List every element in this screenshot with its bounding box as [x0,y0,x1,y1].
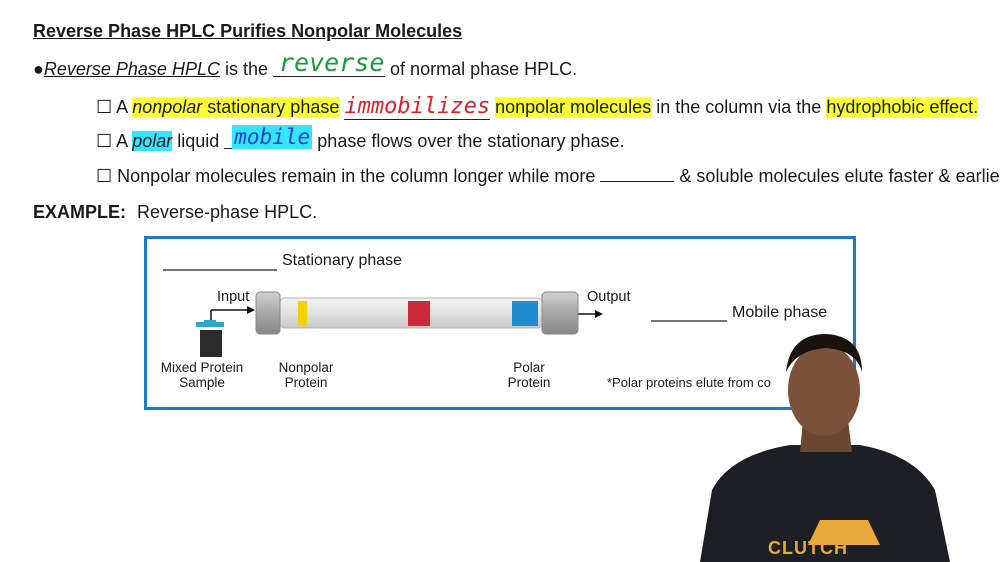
column-cap-left [255,291,281,335]
sub3-text-1: Nonpolar molecules remain in the column … [117,166,596,186]
bullet-line: ●Reverse Phase HPLC is the reverse of no… [33,48,578,80]
term-reverse-phase-hplc: Reverse Phase HPLC [43,59,220,79]
sub-bullet-3: ☐ Nonpolar molecules remain in the colum… [96,166,1000,187]
sub-bullet-2: ☐ A polar liquid mobile phase flows over… [96,125,625,152]
mobile-phase-label: Mobile phase [732,304,828,321]
blank-reverse: reverse [273,48,386,77]
bullet-text-2: of normal phase HPLC. [390,59,578,79]
handwritten-mobile: mobile [232,125,313,149]
sub1-mid: in the column via the [656,97,822,117]
output-arrow-head [595,310,603,318]
sub-bullet-1: ☐ A nonpolar stationary phase immobilize… [96,94,979,120]
term-polar: polar [132,131,173,151]
shirt-logo-text: CLUTCH [768,538,848,558]
nonpolar-band [298,301,307,326]
sub3-text-2: & soluble molecules elute faster & earli… [679,166,1000,186]
vial-cap-rim [196,322,224,327]
sub2-a: A [116,131,128,151]
example-line: EXAMPLE: Reverse-phase HPLC. [33,202,317,223]
term-nonpolar: nonpolar [132,97,203,117]
example-text: Reverse-phase HPLC. [137,202,318,222]
sub2-rest: phase flows over the stationary phase. [317,131,625,151]
input-arrow-head [247,306,255,314]
highlight-hydrophobic-effect: hydrophobic effect. [826,97,979,117]
sub1-a: A [116,97,128,117]
blank-mobile: mobile [224,125,313,149]
highlight-nonpolar-molecules: nonpolar molecules [495,97,652,117]
checkbox-icon: ☐ [96,166,113,186]
page-title: Reverse Phase HPLC Purifies Nonpolar Mol… [33,21,463,41]
handwritten-reverse: reverse [279,48,385,77]
example-label: EXAMPLE: [33,202,127,222]
term-stationary-phase: stationary phase [207,97,340,117]
mid-band [408,301,430,326]
checkbox-icon: ☐ [96,97,113,117]
blank-polar [600,167,675,182]
term-liquid: liquid [177,131,220,151]
output-label: Output [587,289,631,305]
handwritten-immobilizes: immobilizes [344,94,491,120]
stationary-phase-label: Stationary phase [282,252,403,269]
hplc-diagram [144,236,856,410]
checkbox-icon: ☐ [96,131,113,151]
bullet-text-1: is the [224,59,269,79]
input-label: Input [217,289,250,305]
footnote-text: *Polar proteins elute from co [607,375,772,390]
sample-vial-icon [200,330,222,357]
bullet-marker: ● [33,59,44,79]
column-cap-right [541,291,579,335]
polar-band [512,301,538,326]
presenter-figure [700,334,950,562]
